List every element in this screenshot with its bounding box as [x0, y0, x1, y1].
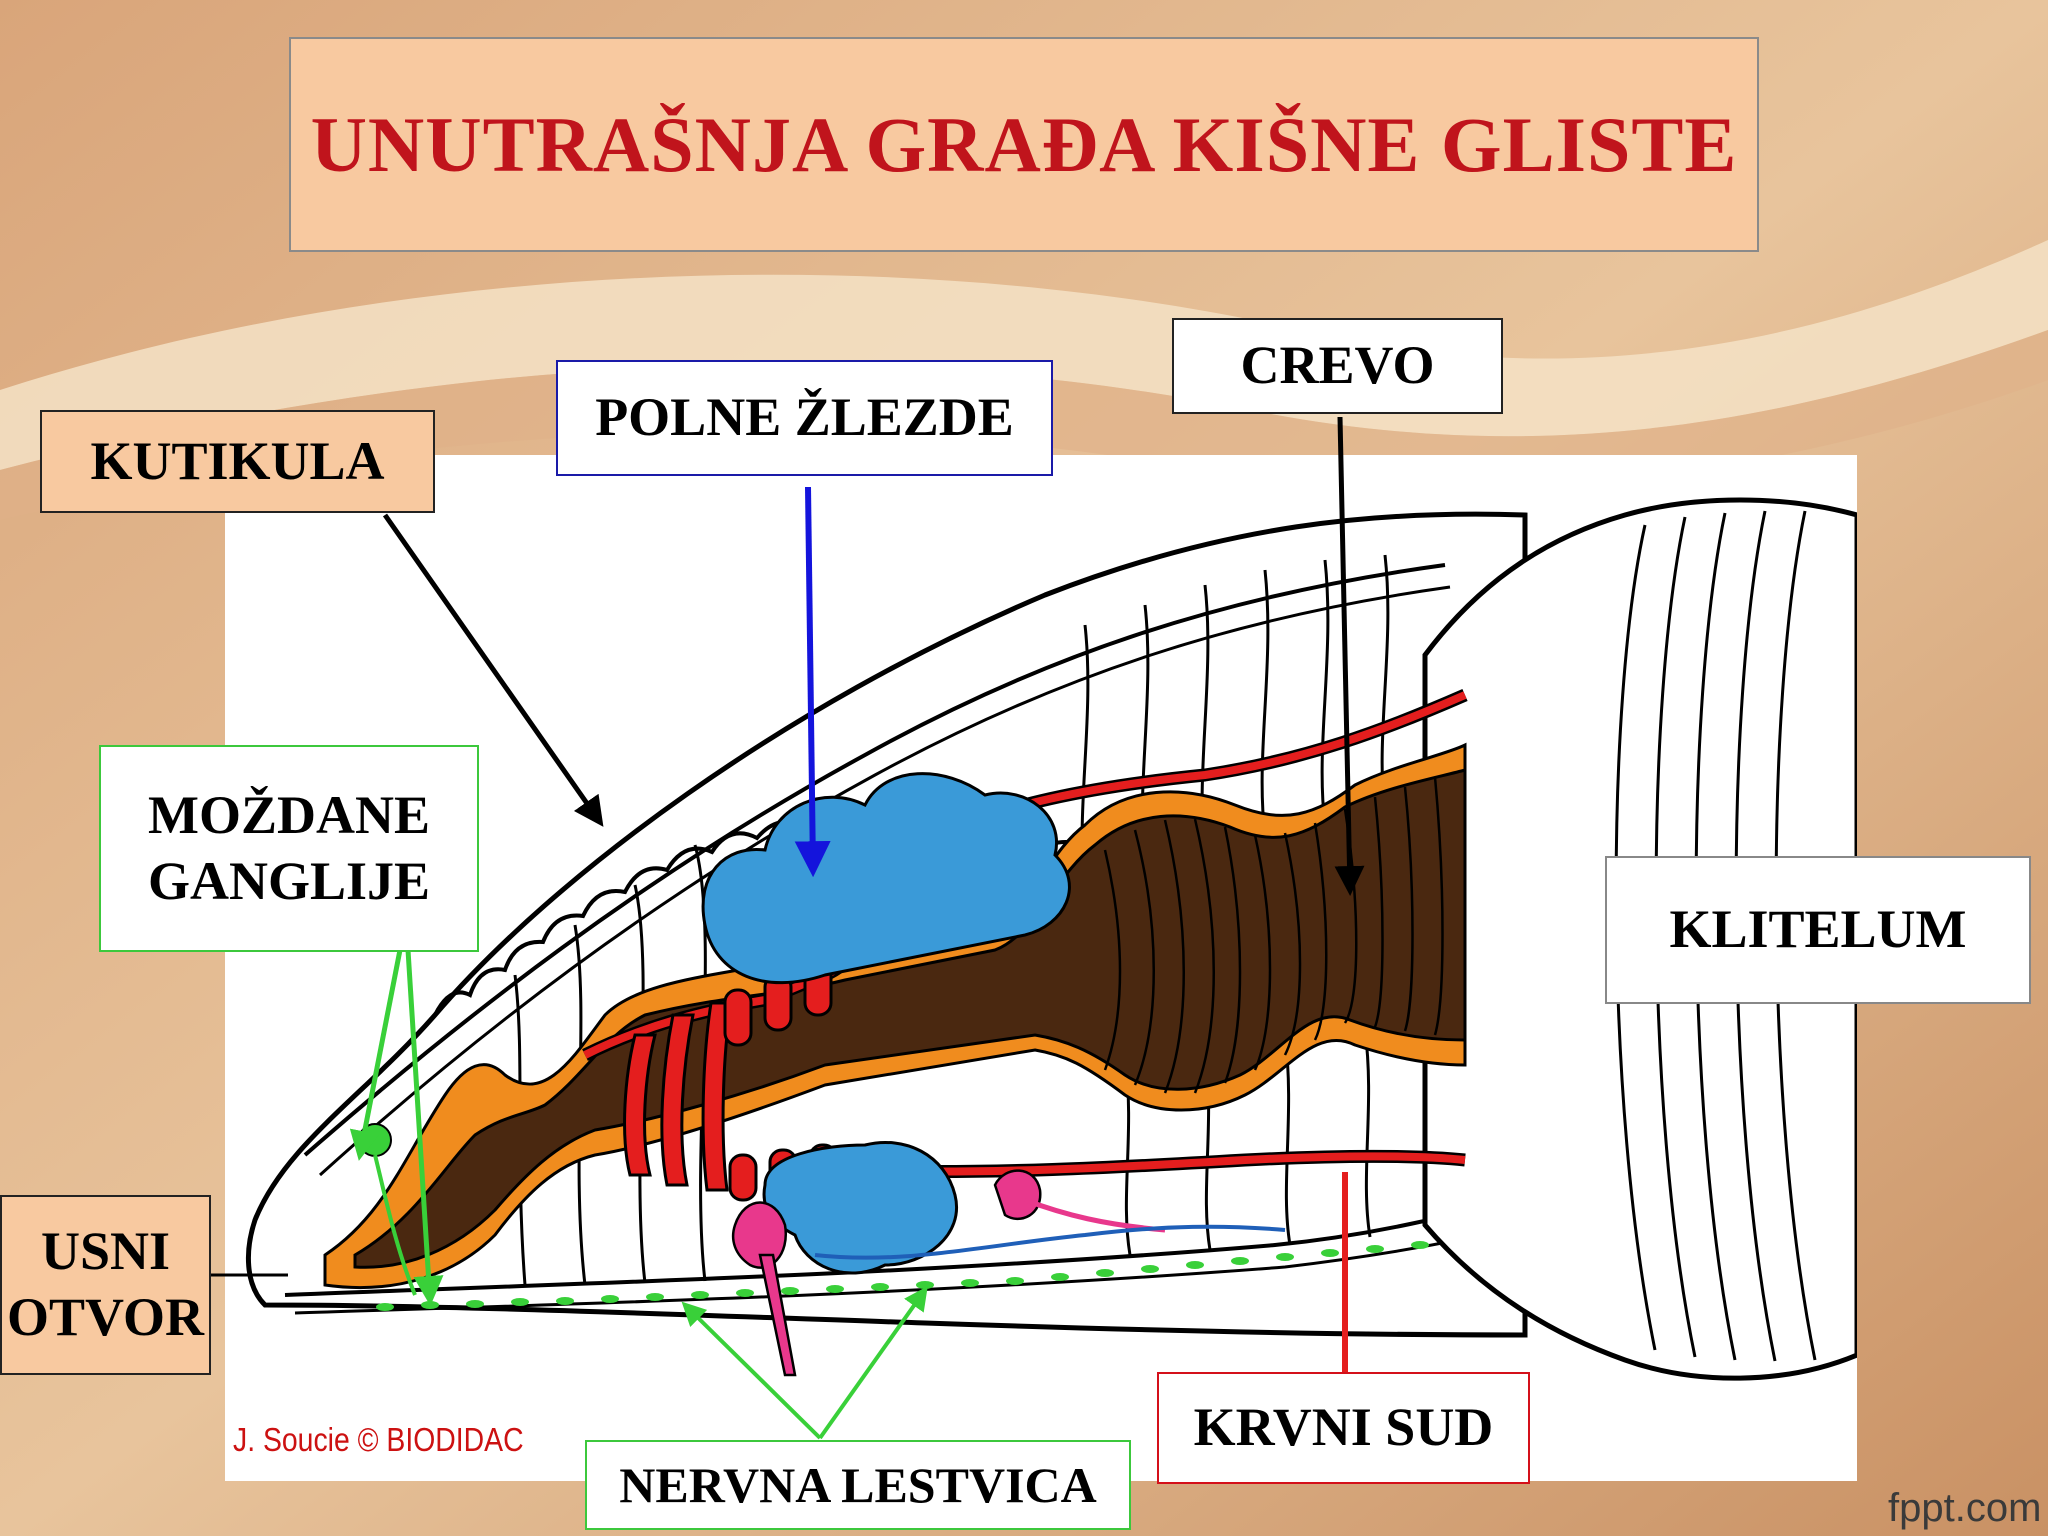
ventral-wall [284, 1193, 1526, 1297]
page-title: UNUTRAŠNJA GRAĐA KIŠNE GLISTE [310, 100, 1738, 188]
label-krvni-sud: KRVNI SUD [1157, 1372, 1530, 1484]
title-box: UNUTRAŠNJA GRAĐA KIŠNE GLISTE [289, 37, 1759, 252]
reproductive-ducts [731, 1169, 1166, 1377]
label-klitelum: KLITELUM [1605, 856, 2031, 1004]
label-kutikula-text: KUTIKULA [90, 430, 385, 491]
label-crevo-text: CREVO [1240, 335, 1435, 396]
label-krvni-sud-text: KRVNI SUD [1193, 1397, 1494, 1458]
label-polne-zlezde-text: POLNE ŽLEZDE [595, 387, 1014, 448]
arrow-nervna-2 [818, 1286, 928, 1440]
label-nervna-lestvica-text: NERVNA LESTVICA [619, 1456, 1097, 1513]
label-usni-otvor: USNI OTVOR [0, 1195, 211, 1375]
cuticle-inner [303, 563, 1446, 1157]
seminal-vesicles-lower [762, 1140, 958, 1275]
arrow-polne-zlezde [794, 486, 831, 878]
ventral-nerve-cord [376, 1241, 1429, 1311]
label-usni-line1: USNI [40, 1221, 171, 1282]
arrow-nervna-1 [681, 1301, 822, 1440]
label-usni-line2: OTVOR [7, 1287, 204, 1347]
label-kutikula: KUTIKULA [40, 410, 435, 513]
label-nervna-lestvica: NERVNA LESTVICA [585, 1440, 1131, 1530]
arrow-mozdane-1 [349, 949, 403, 1161]
blue-ducts [814, 1224, 1286, 1260]
image-credit: J. Soucie © BIODIDAC [233, 1421, 524, 1458]
arrow-kutikula [382, 513, 604, 827]
arrow-crevo [1334, 416, 1365, 896]
label-crevo: CREVO [1172, 318, 1503, 414]
label-klitelum-text: KLITELUM [1669, 899, 1967, 960]
label-mozdane-ganglije: MOŽDANE GANGLIJE [99, 745, 479, 952]
arrow-mozdane-2 [405, 949, 444, 1306]
label-mozdane-line2: GANGLIJE [147, 850, 431, 911]
brand-watermark: fppt.com [1888, 1486, 2042, 1530]
label-mozdane-line1: MOŽDANE [148, 784, 430, 845]
seminal-vesicles-upper [701, 772, 1071, 985]
label-polne-zlezde: POLNE ŽLEZDE [556, 360, 1053, 476]
